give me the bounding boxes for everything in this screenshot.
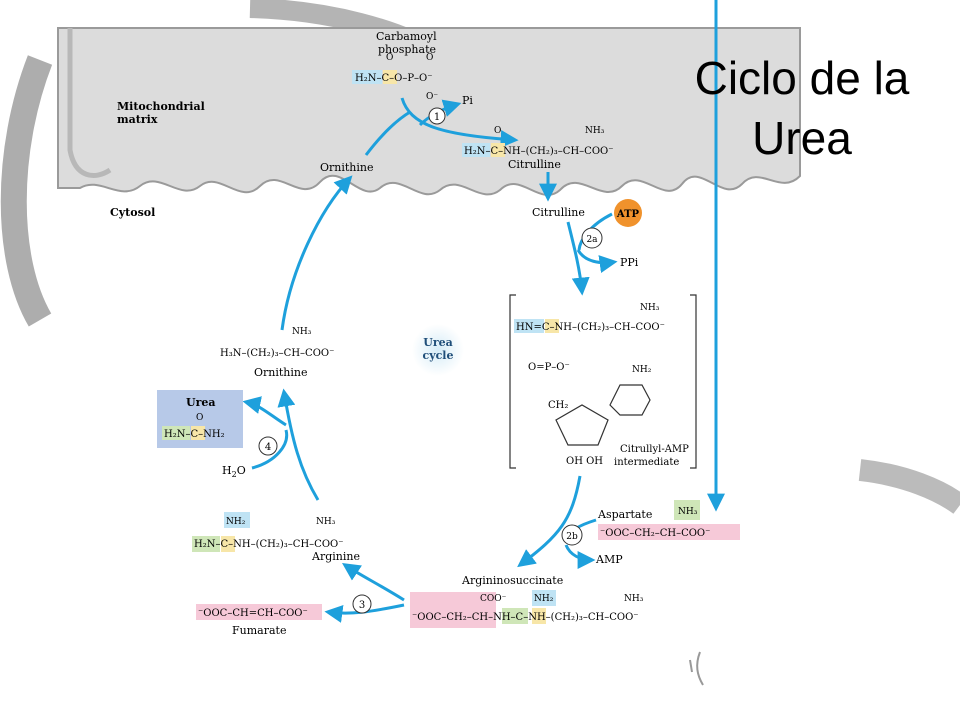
citrulline-matrix-label: Citrulline (508, 158, 561, 171)
argininosuccinate-pink-hl (410, 592, 496, 628)
svg-text:O: O (494, 126, 501, 136)
atp-label: ATP (616, 209, 640, 220)
fumarate-highlight (196, 604, 322, 620)
svg-text:OH OH: OH OH (566, 456, 603, 467)
citrulline-cytosol-label: Citrulline (532, 206, 585, 219)
adenine-ring (609, 384, 651, 416)
svg-text:NH₃: NH₃ (585, 126, 605, 136)
ornithine-cytosol-label: Ornithine (254, 366, 308, 379)
step-2a-marker (581, 227, 603, 249)
svg-text:CH₂: CH₂ (548, 400, 568, 411)
carbamoyl-phosphate-structure: H₂N–C–O–P–O⁻ (355, 73, 433, 84)
step-3-label: 3 (359, 600, 365, 611)
inner-membrane (67, 28, 112, 178)
carbamoyl-nh2-highlight (352, 70, 382, 84)
svg-text:NH₃: NH₃ (292, 327, 312, 337)
arginine-structure: H₂N–C–NH–(CH₂)₃–CH–COO⁻ (194, 539, 344, 550)
citrullyl-amp-structure: HN=C–NH–(CH₂)₃–CH–COO⁻ (516, 322, 665, 333)
svg-text:O⁻: O⁻ (426, 92, 438, 102)
left-swoosh (0, 55, 53, 327)
slide-title: Ciclo de la Urea (652, 48, 952, 168)
ornithine-structure: H₃N–(CH₂)₃–CH–COO⁻ (220, 348, 334, 359)
step-1-marker (428, 107, 446, 125)
svg-text:NH₂: NH₂ (632, 365, 652, 375)
aspartate-structure: ⁻OOC–CH₂–CH–COO⁻ (600, 528, 710, 539)
carbamoyl-c-highlight (383, 70, 397, 84)
svg-text:NH₂: NH₂ (226, 517, 246, 527)
step2b-arrow (517, 475, 582, 568)
fumarate-label: Fumarate (232, 624, 286, 637)
urea-structure: H₂N–C–NH₂ (164, 429, 225, 440)
svg-text:COO⁻: COO⁻ (480, 594, 507, 604)
ornithine-to-step1-arrow (364, 110, 411, 156)
step-4-label: 4 (265, 442, 271, 453)
ribose-ring (555, 404, 609, 446)
aspartate-highlight (598, 524, 740, 540)
svg-text:NH₃: NH₃ (640, 303, 660, 313)
urea-cycle-glow (412, 324, 464, 376)
argininosuccinate-label: Argininosuccinate (461, 574, 563, 587)
amp-release-arrow (564, 544, 596, 569)
water-input-arrow (251, 429, 289, 470)
svg-text:O: O (426, 53, 433, 63)
step-3-marker (352, 594, 372, 614)
step4-arrow (277, 388, 320, 501)
step3-arrow (342, 563, 405, 602)
ppi-release-arrow (576, 249, 618, 273)
step-2b-label: 2b (566, 532, 578, 542)
argininosuccinate-structure: ⁻OOC–CH₂–CH–NH–C–NH–(CH₂)₃–CH–COO⁻ (412, 612, 639, 623)
atp-badge (614, 199, 642, 227)
svg-text:O=P–O⁻: O=P–O⁻ (528, 362, 570, 373)
pi-label: Pi (462, 94, 473, 107)
step-1-label: 1 (434, 112, 440, 123)
right-swoosh (858, 459, 960, 514)
svg-text:O: O (196, 413, 203, 423)
ornithine-matrix-label: Ornithine (320, 161, 374, 174)
svg-text:O: O (386, 53, 393, 63)
urea-release-arrow (242, 396, 287, 427)
cytosol-label: Cytosol (110, 206, 155, 219)
amp-label: AMP (595, 553, 623, 566)
svg-text:NH₃: NH₃ (678, 507, 698, 517)
mitochondrial-matrix-region (57, 27, 801, 196)
aspartate-label: Aspartate (597, 508, 652, 521)
step-2b-marker (561, 524, 583, 546)
svg-text:NH₃: NH₃ (624, 594, 644, 604)
step1-arrow (400, 97, 519, 149)
title-line-2: Urea (752, 112, 852, 164)
arginine-label: Arginine (311, 550, 360, 563)
svg-text:NH₃: NH₃ (316, 517, 336, 527)
mitochondrial-matrix-label: Mitochondrial matrix (117, 100, 209, 126)
fumarate-structure: ⁻OOC–CH=CH–COO⁻ (198, 608, 308, 619)
step-4-marker (258, 436, 278, 456)
svg-text:NH₂: NH₂ (534, 594, 554, 604)
ornithine-transport-arrow (280, 175, 353, 331)
citrulline-matrix-structure: H₂N–C–NH–(CH₂)₃–CH–COO⁻ (464, 146, 614, 157)
step-2a-label: 2a (586, 235, 598, 245)
title-line-1: Ciclo de la (694, 52, 910, 104)
ppi-label: PPi (620, 256, 639, 269)
urea-label: Urea (186, 396, 216, 409)
step2a-arrow (566, 221, 590, 296)
water-label: H2O (222, 464, 246, 479)
